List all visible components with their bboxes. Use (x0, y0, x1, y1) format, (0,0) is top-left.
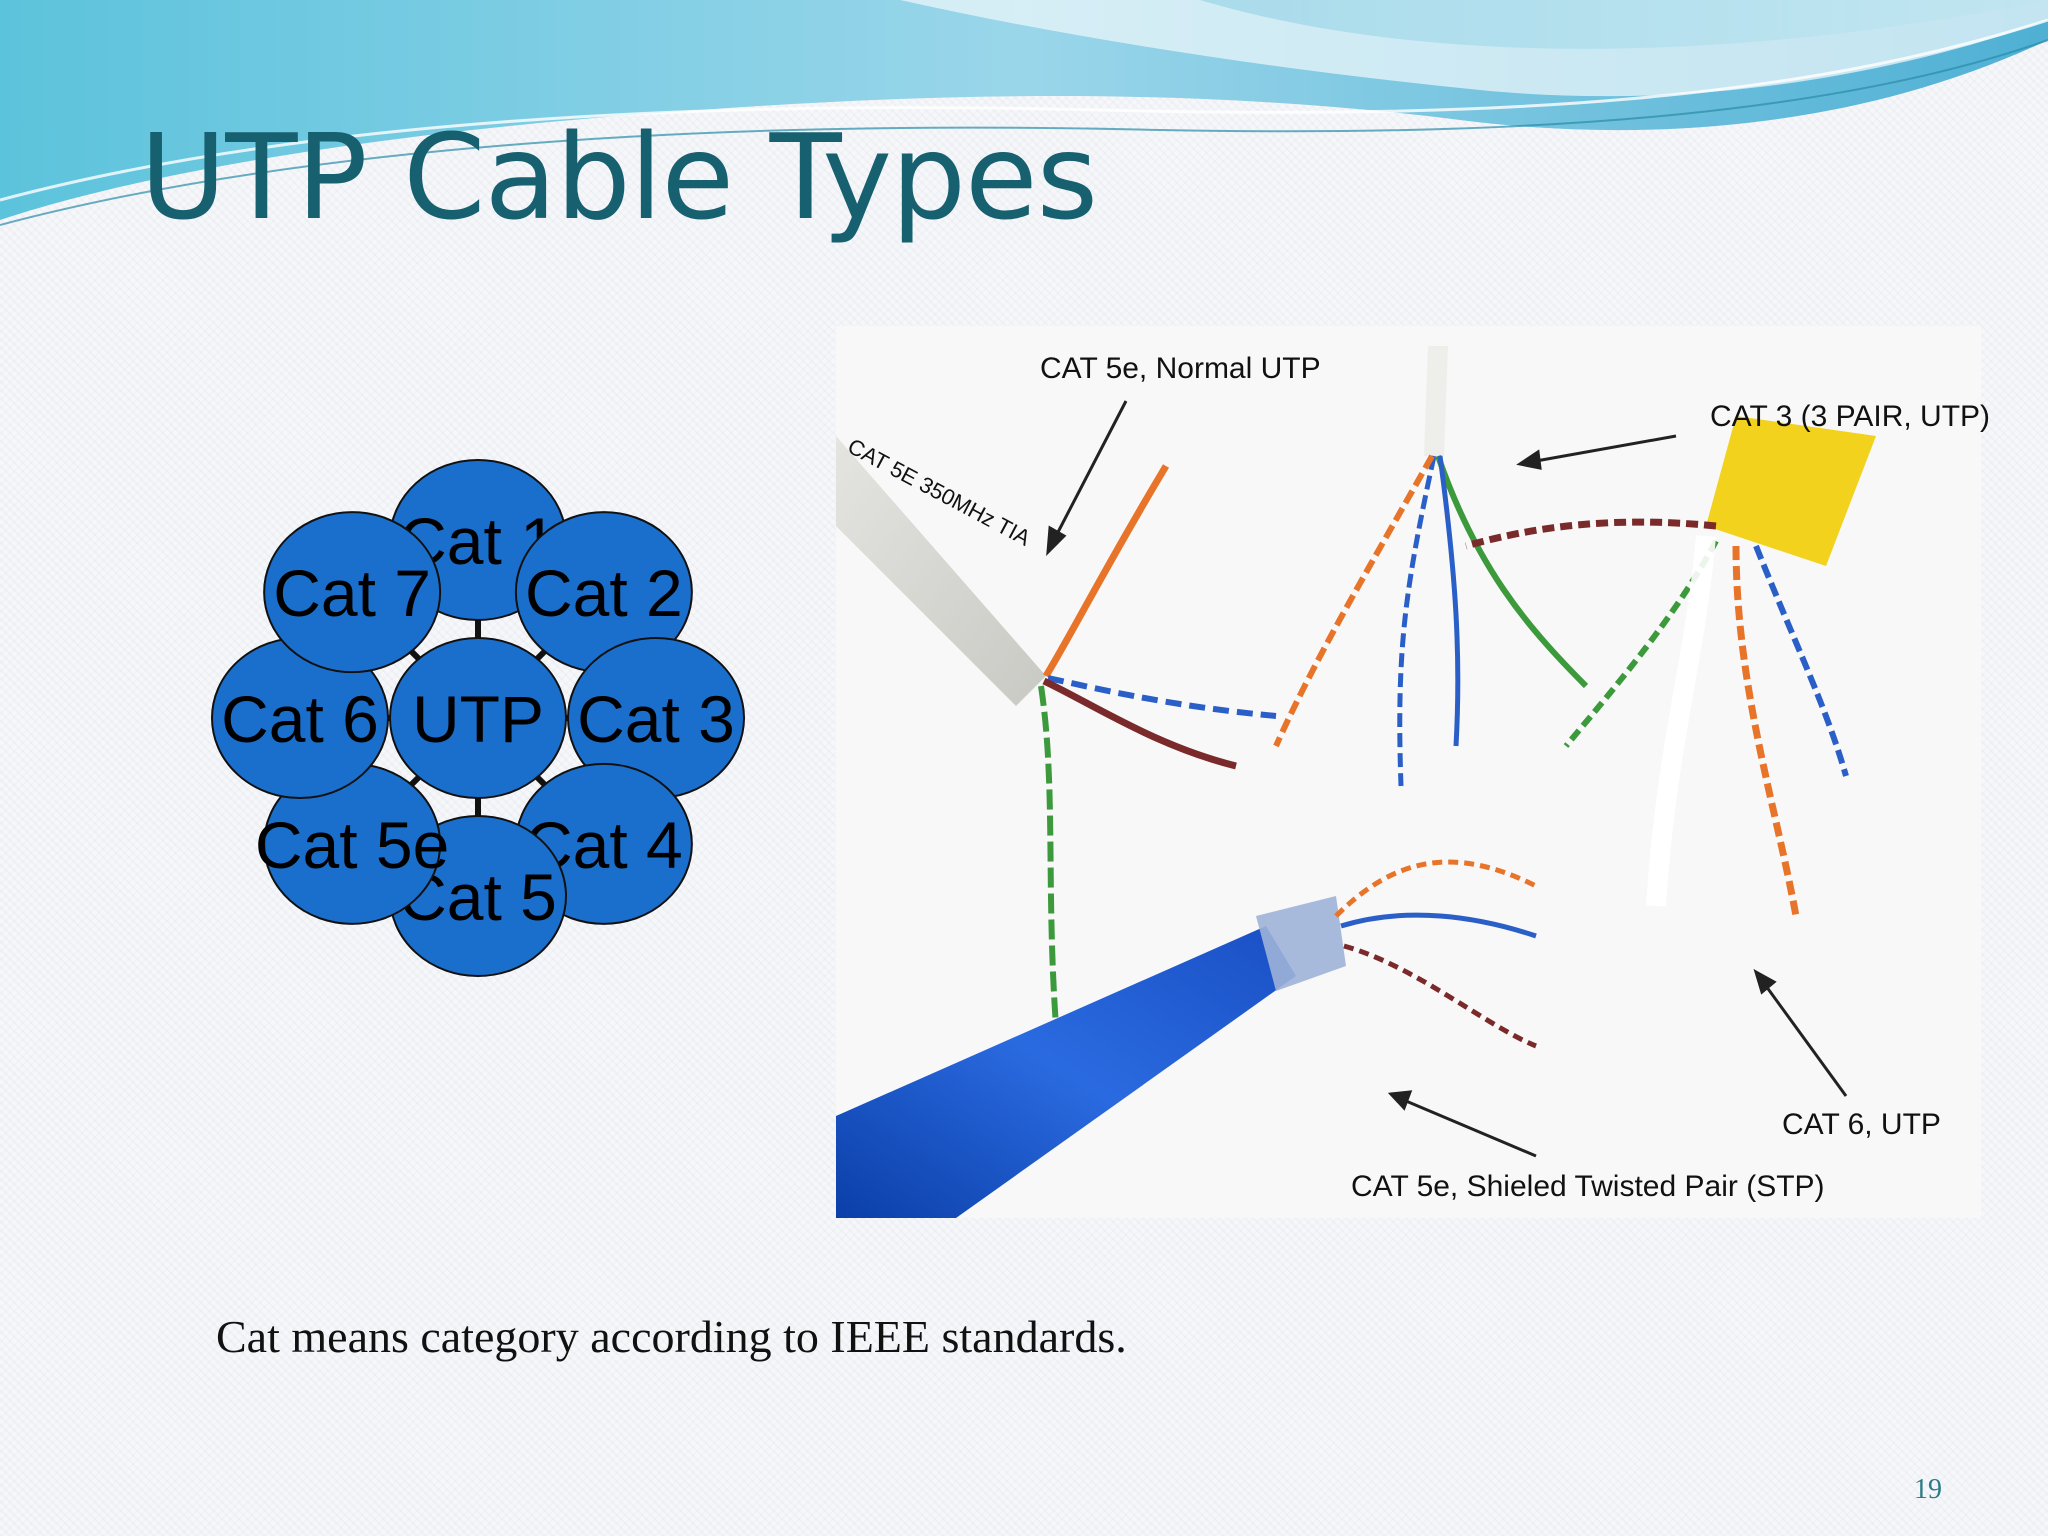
slide-title: UTP Cable Types (140, 108, 1098, 246)
cat5e-utp-cable (836, 436, 1046, 706)
label-cat3: CAT 3 (3 PAIR, UTP) (1710, 400, 1990, 433)
label-cat5e-utp: CAT 5e, Normal UTP (1040, 352, 1321, 385)
header-waves (0, 0, 2048, 226)
cat6-cable (1706, 416, 1876, 566)
node-label-cat-3: Cat 3 (577, 682, 735, 756)
page-number: 19 (1914, 1474, 1942, 1505)
node-label-cat-7: Cat 7 (273, 556, 431, 630)
node-label-cat-6: Cat 6 (221, 682, 379, 756)
node-utp-center (389, 637, 567, 799)
node-label-cat-2: Cat 2 (525, 556, 683, 630)
cat5e-stp-cable (836, 926, 1296, 1218)
cable-photo: CAT 5E 350MHz TIA CAT 5e, Normal UTP CAT… (836, 326, 1990, 1218)
cat3-cable (1424, 346, 1448, 456)
label-cat6: CAT 6, UTP (1782, 1108, 1941, 1141)
node-cat-7 (263, 511, 442, 674)
label-cat5e-stp: CAT 5e, Shieled Twisted Pair (STP) (1351, 1170, 1825, 1203)
slide-caption: Cat means category according to IEEE sta… (216, 1311, 1127, 1362)
node-label-cat-5e: Cat 5e (255, 808, 449, 882)
node-label-utp: UTP (412, 682, 544, 756)
